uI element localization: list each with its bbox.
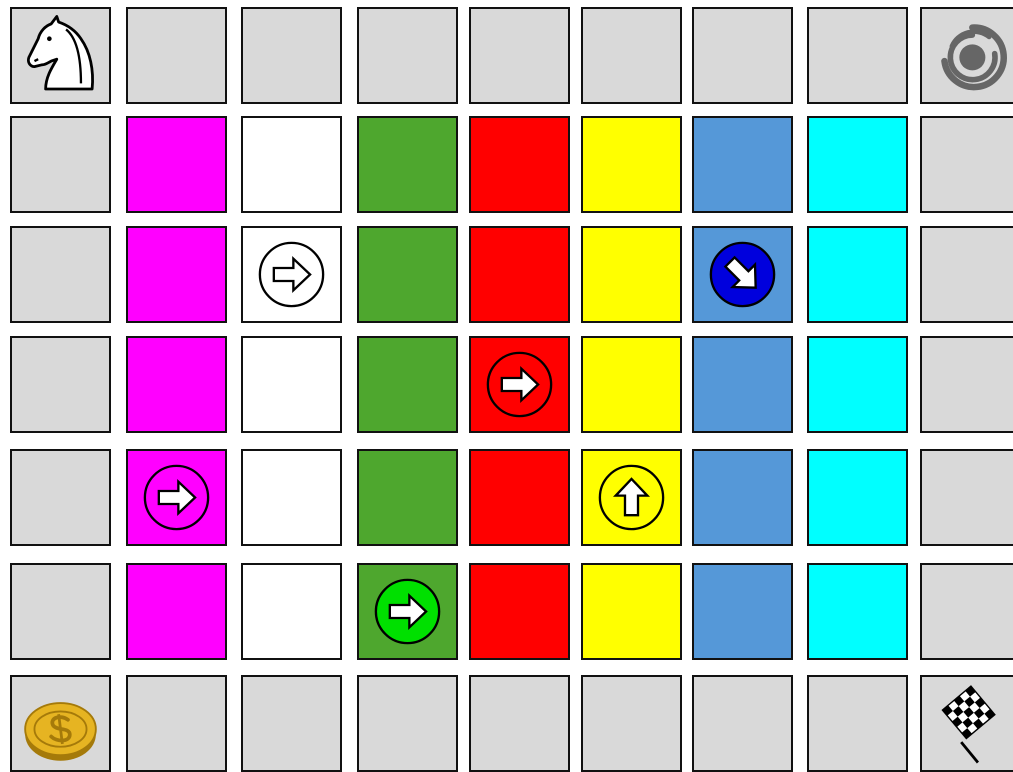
board-cell-r6-c6[interactable] — [581, 563, 682, 660]
right-arrow-icon — [128, 451, 225, 544]
board-cell-r3-c1[interactable] — [10, 226, 111, 323]
board-cell-r3-c3[interactable] — [241, 226, 342, 323]
right-arrow-icon — [243, 228, 340, 321]
board-cell-r2-c2[interactable] — [126, 116, 227, 213]
board-cell-r1-c8[interactable] — [807, 7, 908, 104]
board-cell-r2-c8[interactable] — [807, 116, 908, 213]
board-cell-r4-c2[interactable] — [126, 336, 227, 433]
gold-coin-icon — [12, 677, 109, 770]
board-cell-r4-c6[interactable] — [581, 336, 682, 433]
board-cell-r3-c5[interactable] — [469, 226, 570, 323]
board-cell-r7-c3[interactable] — [241, 675, 342, 772]
board-cell-r6-c9[interactable] — [920, 563, 1013, 660]
board-cell-r6-c5[interactable] — [469, 563, 570, 660]
board-cell-r6-c7[interactable] — [692, 563, 793, 660]
board-cell-r5-c3[interactable] — [241, 449, 342, 546]
vortex-icon — [922, 9, 1013, 102]
right-arrow-icon — [471, 338, 568, 431]
board-cell-r4-c5[interactable] — [469, 336, 570, 433]
board-cell-r1-c9[interactable] — [920, 7, 1013, 104]
board-cell-r1-c6[interactable] — [581, 7, 682, 104]
board-cell-r2-c3[interactable] — [241, 116, 342, 213]
board-cell-r6-c4[interactable] — [357, 563, 458, 660]
board-cell-r7-c5[interactable] — [469, 675, 570, 772]
board-cell-r5-c2[interactable] — [126, 449, 227, 546]
down-right-arrow-icon — [694, 228, 791, 321]
board-cell-r1-c3[interactable] — [241, 7, 342, 104]
board-cell-r3-c6[interactable] — [581, 226, 682, 323]
board-cell-r3-c4[interactable] — [357, 226, 458, 323]
board-cell-r7-c1[interactable] — [10, 675, 111, 772]
board-cell-r5-c8[interactable] — [807, 449, 908, 546]
board-cell-r4-c8[interactable] — [807, 336, 908, 433]
board-cell-r6-c8[interactable] — [807, 563, 908, 660]
board-cell-r3-c7[interactable] — [692, 226, 793, 323]
board-cell-r3-c2[interactable] — [126, 226, 227, 323]
board-cell-r1-c1[interactable] — [10, 7, 111, 104]
board-cell-r5-c7[interactable] — [692, 449, 793, 546]
board-cell-r5-c9[interactable] — [920, 449, 1013, 546]
board-cell-r4-c9[interactable] — [920, 336, 1013, 433]
board-cell-r5-c6[interactable] — [581, 449, 682, 546]
board-cell-r5-c1[interactable] — [10, 449, 111, 546]
board-cell-r7-c6[interactable] — [581, 675, 682, 772]
board-cell-r4-c7[interactable] — [692, 336, 793, 433]
board-cell-r1-c5[interactable] — [469, 7, 570, 104]
board-cell-r2-c9[interactable] — [920, 116, 1013, 213]
board-cell-r4-c1[interactable] — [10, 336, 111, 433]
board-cell-r2-c5[interactable] — [469, 116, 570, 213]
board-cell-r3-c8[interactable] — [807, 226, 908, 323]
board-cell-r1-c4[interactable] — [357, 7, 458, 104]
board-cell-r4-c3[interactable] — [241, 336, 342, 433]
board-cell-r2-c7[interactable] — [692, 116, 793, 213]
up-arrow-icon — [583, 451, 680, 544]
checkered-flag-icon — [922, 677, 1013, 770]
board-cell-r2-c1[interactable] — [10, 116, 111, 213]
board-cell-r7-c9[interactable] — [920, 675, 1013, 772]
board-cell-r2-c6[interactable] — [581, 116, 682, 213]
board-cell-r7-c4[interactable] — [357, 675, 458, 772]
board-cell-r6-c1[interactable] — [10, 563, 111, 660]
knight-icon — [12, 9, 109, 102]
board-cell-r1-c2[interactable] — [126, 7, 227, 104]
board-cell-r5-c5[interactable] — [469, 449, 570, 546]
board-cell-r2-c4[interactable] — [357, 116, 458, 213]
right-arrow-icon — [359, 565, 456, 658]
board-cell-r1-c7[interactable] — [692, 7, 793, 104]
board-cell-r7-c2[interactable] — [126, 675, 227, 772]
board-cell-r6-c3[interactable] — [241, 563, 342, 660]
board-cell-r7-c7[interactable] — [692, 675, 793, 772]
board-cell-r6-c2[interactable] — [126, 563, 227, 660]
board-cell-r3-c9[interactable] — [920, 226, 1013, 323]
board-cell-r5-c4[interactable] — [357, 449, 458, 546]
board-cell-r4-c4[interactable] — [357, 336, 458, 433]
board-cell-r7-c8[interactable] — [807, 675, 908, 772]
